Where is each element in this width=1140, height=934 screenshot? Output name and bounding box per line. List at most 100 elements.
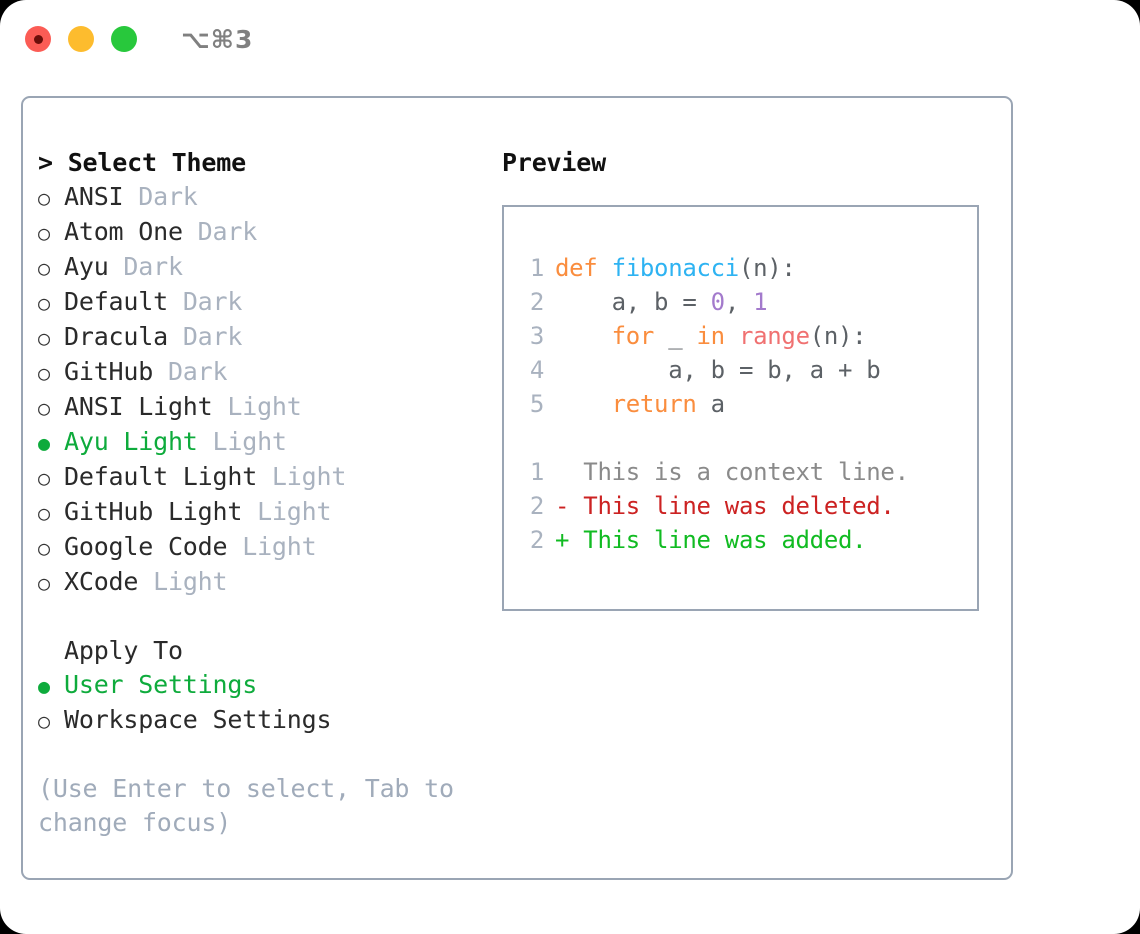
option-label: Dracula: [64, 322, 168, 351]
apply-option-workspace-settings[interactable]: Workspace Settings: [38, 703, 478, 738]
theme-option-default[interactable]: Default Dark: [38, 285, 478, 320]
code-token: (n):: [738, 254, 796, 282]
option-variant-badge: Dark: [182, 217, 258, 246]
radio-unselected-icon: [38, 495, 64, 530]
radio-selected-icon: [38, 425, 64, 460]
theme-option-ayu-light[interactable]: Ayu Light Light: [38, 425, 478, 460]
theme-option-atom-one[interactable]: Atom One Dark: [38, 215, 478, 250]
code-token: _: [654, 322, 697, 350]
code-token: fibonacci: [611, 254, 740, 282]
theme-option-github-light[interactable]: GitHub Light Light: [38, 495, 478, 530]
radio-selected-icon: [38, 668, 64, 703]
radio-unselected-icon: [38, 460, 64, 495]
code-token: in: [696, 322, 726, 350]
option-label: Google Code: [64, 532, 228, 561]
radio-unselected-icon: [38, 285, 64, 320]
option-variant-badge: Light: [242, 497, 332, 526]
code-token: 0: [710, 288, 725, 316]
theme-option-list: ANSI DarkAtom One DarkAyu DarkDefault Da…: [38, 180, 478, 600]
code-line: 4 a, b = b, a + b: [522, 353, 977, 387]
theme-option-default-light[interactable]: Default Light Light: [38, 460, 478, 495]
code-token: a, b =: [555, 288, 711, 316]
diff-sample: 1 This is a context line.2- This line wa…: [522, 455, 977, 557]
option-label: Default Light: [64, 462, 258, 491]
option-label: ANSI: [64, 182, 124, 211]
line-number: 1: [529, 458, 544, 486]
option-label: Ayu Light: [64, 427, 198, 456]
code-line: 2 a, b = 0, 1: [522, 285, 977, 319]
code-token: [555, 322, 612, 350]
section-spacer: [38, 600, 478, 634]
theme-option-ansi-light[interactable]: ANSI Light Light: [38, 390, 478, 425]
code-line: 5 return a: [522, 387, 977, 421]
radio-unselected-icon: [38, 565, 64, 600]
option-label: Ayu: [64, 252, 109, 281]
code-token: a, b = b, a + b: [555, 356, 881, 384]
hint-spacer: [38, 738, 478, 772]
option-variant-badge: Light: [227, 532, 317, 561]
line-number: 1: [529, 254, 544, 282]
option-variant-badge: Light: [138, 567, 228, 596]
code-token: [725, 322, 739, 350]
apply-to-heading: Apply To: [64, 636, 183, 665]
option-label: User Settings: [64, 670, 258, 699]
diff-line-del: 2- This line was deleted.: [522, 489, 977, 523]
option-label: Atom One: [64, 217, 183, 246]
option-variant-badge: Light: [212, 392, 302, 421]
select-theme-heading: > Select Theme: [38, 148, 246, 177]
main-panel: > Select Theme ANSI DarkAtom One DarkAyu…: [21, 96, 1013, 880]
diff-line-text: This is a context line.: [555, 458, 909, 486]
minimize-icon[interactable]: [68, 26, 94, 52]
option-variant-badge: Dark: [167, 322, 243, 351]
option-variant-badge: Light: [197, 427, 287, 456]
code-token: a: [696, 390, 725, 418]
maximize-icon[interactable]: [111, 26, 137, 52]
line-number: 3: [529, 322, 544, 350]
diff-line-ctx: 1 This is a context line.: [522, 455, 977, 489]
code-token: for: [611, 322, 655, 350]
theme-option-dracula[interactable]: Dracula Dark: [38, 320, 478, 355]
window-titlebar: ⌥⌘3: [0, 0, 1140, 78]
radio-unselected-icon: [38, 320, 64, 355]
code-token: 1: [753, 288, 768, 316]
option-label: GitHub Light: [64, 497, 243, 526]
keyboard-shortcut-label: ⌥⌘3: [181, 24, 254, 54]
code-line: 1 def fibonacci(n):: [522, 251, 977, 285]
close-icon[interactable]: [25, 26, 51, 52]
theme-option-ansi[interactable]: ANSI Dark: [38, 180, 478, 215]
theme-option-github[interactable]: GitHub Dark: [38, 355, 478, 390]
option-label: GitHub: [64, 357, 154, 386]
radio-unselected-icon: [38, 530, 64, 565]
radio-unselected-icon: [38, 215, 64, 250]
code-token: (n):: [809, 322, 867, 350]
theme-option-xcode[interactable]: XCode Light: [38, 565, 478, 600]
keyboard-hint-text: (Use Enter to select, Tab to change focu…: [38, 774, 454, 837]
option-label: Workspace Settings: [64, 705, 332, 734]
code-token: ,: [724, 288, 754, 316]
code-token: [555, 390, 612, 418]
code-token: return: [611, 390, 697, 418]
preview-heading: Preview: [502, 148, 606, 177]
option-variant-badge: Dark: [123, 182, 198, 211]
code-token: range: [738, 322, 810, 350]
line-number: 2: [529, 288, 544, 316]
theme-option-ayu[interactable]: Ayu Dark: [38, 250, 478, 285]
option-variant-badge: Dark: [167, 287, 243, 316]
theme-option-google-code[interactable]: Google Code Light: [38, 530, 478, 565]
radio-unselected-icon: [38, 250, 64, 285]
option-variant-badge: Light: [257, 462, 347, 491]
option-label: XCode: [64, 567, 139, 596]
line-number: 5: [529, 390, 544, 418]
line-number: 2: [529, 526, 544, 554]
line-number: 4: [529, 356, 544, 384]
traffic-light-group: [25, 26, 137, 52]
code-diff-separator: [522, 421, 977, 455]
option-variant-badge: Dark: [153, 357, 228, 386]
apply-option-user-settings[interactable]: User Settings: [38, 668, 478, 703]
radio-unselected-icon: [38, 180, 64, 215]
code-token: def: [555, 254, 598, 282]
